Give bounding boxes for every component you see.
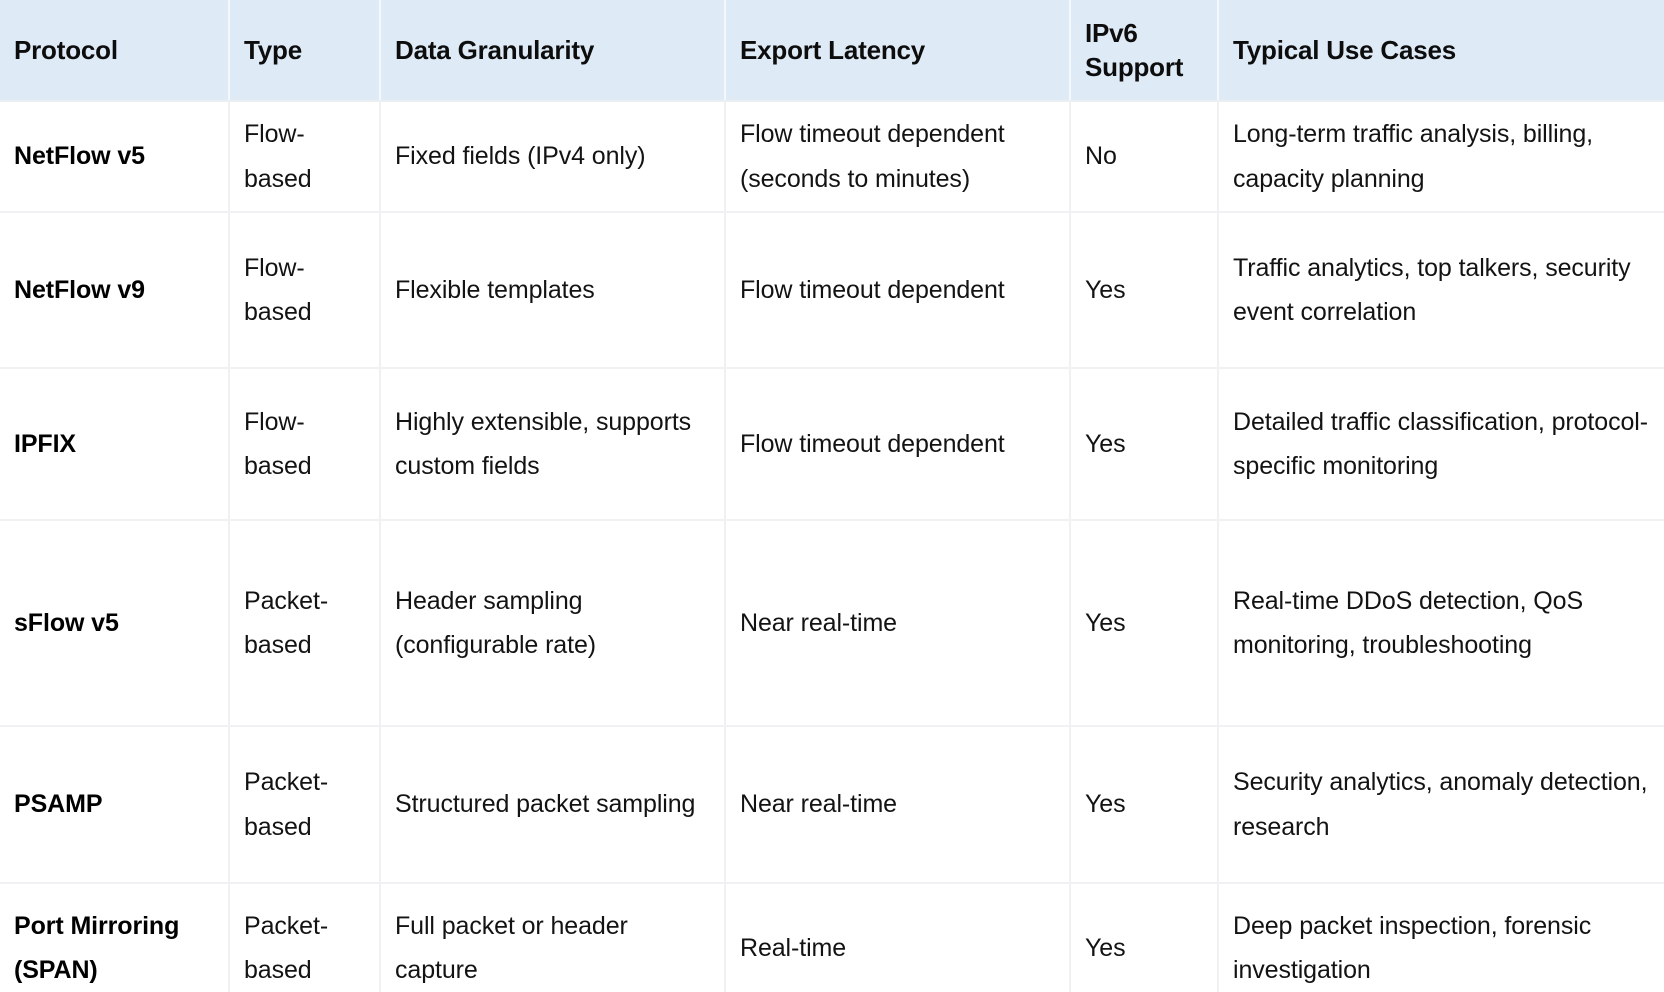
table-row: IPFIX Flow-based Highly extensible, supp… (0, 368, 1664, 521)
cell-ipv6: Yes (1070, 212, 1219, 369)
table-header-row: Protocol Type Data Granularity Export La… (0, 0, 1664, 102)
cell-use-cases: Security analytics, anomaly detection, r… (1218, 726, 1664, 884)
cell-granularity: Highly extensible, supports custom field… (380, 368, 726, 521)
cell-type: Flow-based (229, 368, 381, 521)
table-row: NetFlow v5 Flow-based Fixed fields (IPv4… (0, 101, 1664, 213)
cell-protocol: sFlow v5 (0, 520, 230, 727)
cell-granularity: Header sampling (configurable rate) (380, 520, 726, 727)
cell-type: Flow-based (229, 212, 381, 369)
table-row: NetFlow v9 Flow-based Flexible templates… (0, 212, 1664, 369)
table-row: PSAMP Packet-based Structured packet sam… (0, 726, 1664, 884)
column-header-typical-use-cases: Typical Use Cases (1218, 0, 1664, 102)
cell-use-cases: Traffic analytics, top talkers, security… (1218, 212, 1664, 369)
cell-granularity: Flexible templates (380, 212, 726, 369)
cell-granularity: Fixed fields (IPv4 only) (380, 101, 726, 213)
column-header-ipv6-support: IPv6 Support (1070, 0, 1219, 102)
cell-latency: Flow timeout dependent (seconds to minut… (725, 101, 1071, 213)
cell-granularity: Structured packet sampling (380, 726, 726, 884)
cell-protocol: IPFIX (0, 368, 230, 521)
column-header-protocol: Protocol (0, 0, 230, 102)
cell-latency: Real-time (725, 883, 1071, 992)
cell-protocol: NetFlow v5 (0, 101, 230, 213)
cell-use-cases: Deep packet inspection, forensic investi… (1218, 883, 1664, 992)
cell-ipv6: No (1070, 101, 1219, 213)
cell-granularity: Full packet or header capture (380, 883, 726, 992)
cell-protocol: Port Mirroring (SPAN) (0, 883, 230, 992)
cell-use-cases: Detailed traffic classification, protoco… (1218, 368, 1664, 521)
cell-ipv6: Yes (1070, 726, 1219, 884)
cell-use-cases: Real-time DDoS detection, QoS monitoring… (1218, 520, 1664, 727)
column-header-type: Type (229, 0, 381, 102)
table-header: Protocol Type Data Granularity Export La… (0, 0, 1664, 102)
cell-type: Flow-based (229, 101, 381, 213)
cell-type: Packet-based (229, 883, 381, 992)
cell-protocol: PSAMP (0, 726, 230, 884)
cell-latency: Near real-time (725, 520, 1071, 727)
table-row: Port Mirroring (SPAN) Packet-based Full … (0, 883, 1664, 992)
table-row: sFlow v5 Packet-based Header sampling (c… (0, 520, 1664, 727)
cell-protocol: NetFlow v9 (0, 212, 230, 369)
cell-latency: Flow timeout dependent (725, 212, 1071, 369)
cell-ipv6: Yes (1070, 883, 1219, 992)
column-header-export-latency: Export Latency (725, 0, 1071, 102)
table-body: NetFlow v5 Flow-based Fixed fields (IPv4… (0, 101, 1664, 992)
cell-type: Packet-based (229, 726, 381, 884)
column-header-data-granularity: Data Granularity (380, 0, 726, 102)
cell-ipv6: Yes (1070, 520, 1219, 727)
cell-ipv6: Yes (1070, 368, 1219, 521)
cell-type: Packet-based (229, 520, 381, 727)
cell-use-cases: Long-term traffic analysis, billing, cap… (1218, 101, 1664, 213)
cell-latency: Near real-time (725, 726, 1071, 884)
cell-latency: Flow timeout dependent (725, 368, 1071, 521)
